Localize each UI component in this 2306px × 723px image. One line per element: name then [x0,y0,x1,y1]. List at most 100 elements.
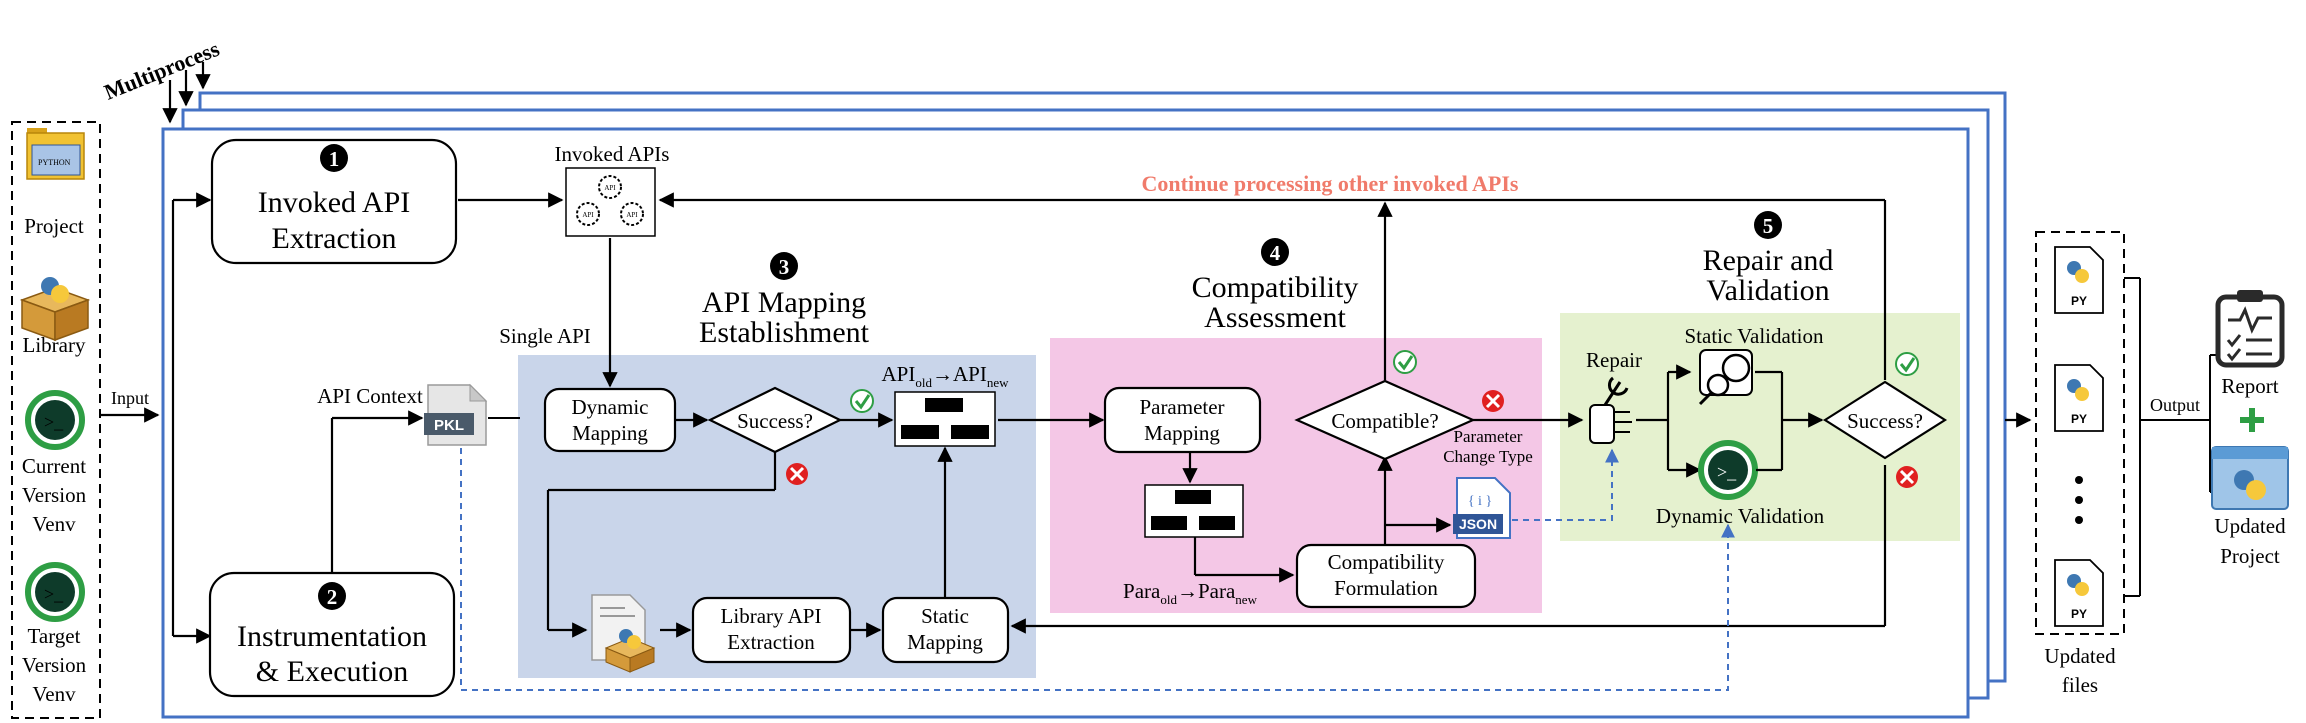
svg-text:>_: >_ [1717,462,1737,482]
compatible-check-icon [1393,350,1417,374]
final-success-decision-diamond [1822,380,1948,460]
instrumentation-execution-line1: Instrumentation [237,620,427,653]
updated-files-line2: files [2062,673,2098,697]
invoked-api-extraction-line2: Extraction [272,222,397,255]
api-context-label: API Context [317,384,423,408]
compatibility-formulation-line1: Compatibility [1328,550,1445,574]
parameter-change-type-line2: Change Type [1443,447,1533,466]
py-file-label-1: PY [2071,294,2087,308]
pkl-file-icon [424,383,488,446]
svg-text:API: API [626,211,638,219]
parameter-change-type-line1: Parameter [1454,427,1523,446]
library-package-icon [19,277,91,342]
svg-text:API: API [582,211,594,219]
plus-icon [2240,408,2264,432]
py-file-icon-2 [2054,364,2104,432]
output-label: Output [2150,395,2200,415]
compatibility-formulation-line2: Formulation [1334,576,1438,600]
current-venv-terminal-icon: >_ [25,390,85,450]
final-success-decision-label: Success? [1847,409,1923,433]
step4-number: 4 [1270,241,1281,265]
single-api-label: Single API [499,324,591,348]
json-file-icon: { i } [1453,477,1511,539]
updated-files-line1: Updated [2044,644,2116,668]
api-mapping-title-line1: API Mapping [702,286,866,319]
success-check-icon [850,389,874,413]
svg-text:API: API [604,184,616,192]
parameter-puzzle-icon [1144,484,1244,538]
json-label: JSON [1459,516,1497,532]
library-api-extraction-line1: Library API [721,604,822,628]
ellipsis-dots [2075,476,2083,524]
para-mapping-label: Paraold→Paranew [1123,579,1258,607]
report-clipboard-icon [2215,290,2285,368]
compatible-decision-label: Compatible? [1331,409,1438,433]
step2-badge [318,582,346,610]
dynamic-validation-terminal-icon: >_ [1698,440,1758,500]
compatibility-title-line1: Compatibility [1192,271,1359,304]
step1-badge [320,144,348,172]
parameter-mapping-line2: Mapping [1144,421,1220,445]
instrumentation-execution-line2: & Execution [256,655,408,688]
input-project-label: Project [24,214,84,238]
updated-files-panel [2035,231,2125,635]
py-file-icon-3 [2054,559,2104,627]
static-mapping-line1: Static [921,604,969,628]
continue-processing-label: Continue processing other invoked APIs [1142,171,1519,196]
step2-number: 2 [327,585,338,609]
static-validation-label: Static Validation [1684,324,1824,348]
step4-badge [1261,238,1289,266]
step5-badge [1754,211,1782,239]
pkl-label: PKL [434,417,464,434]
svg-text:PYTHON: PYTHON [38,158,71,167]
final-success-check-icon [1895,352,1919,376]
api-mapping-label: APIold→APInew [882,362,1010,390]
static-mapping-line2: Mapping [907,630,983,654]
dynamic-mapping-line1: Dynamic [572,395,649,419]
final-failure-cross-icon [1896,466,1918,488]
input-label: Input [111,388,149,408]
invoked-api-extraction-box [210,138,458,265]
input-target-venv-line2: Version [22,653,87,677]
input-panel [11,121,101,719]
input-library-label: Library [23,333,86,357]
api-mapping-title-line2: Establishment [699,316,870,349]
incompatible-cross-icon [1482,390,1504,412]
input-target-venv-line3: Venv [32,682,76,706]
dynamic-mapping-line2: Mapping [572,421,648,445]
library-api-extraction-line2: Extraction [727,630,815,654]
input-target-venv-line1: Target [28,624,81,648]
multiprocess-arrows [162,62,211,124]
py-file-icon-1 [2054,246,2104,314]
input-current-venv-line1: Current [22,454,86,478]
step3-badge [770,252,798,280]
svg-text:>_: >_ [44,412,64,432]
step3-number: 3 [779,255,790,279]
svg-text:{ i }: { i } [1468,494,1492,509]
updated-project-window-icon [2211,446,2289,510]
static-validation-inspect-icon [1698,349,1753,406]
invoked-apis-label: Invoked APIs [555,142,670,166]
folder-icon: PYTHON [26,128,85,180]
parameter-mapping-line1: Parameter [1139,395,1224,419]
py-file-label-2: PY [2071,412,2087,426]
compatibility-title-line2: Assessment [1204,301,1346,334]
invoked-api-extraction-line1: Invoked API [258,186,411,219]
input-current-venv-line2: Version [22,483,87,507]
py-file-label-3: PY [2071,607,2087,621]
step1-number: 1 [329,147,340,171]
failure-cross-icon [786,463,808,485]
step5-number: 5 [1763,214,1774,238]
updated-project-line2: Project [2220,544,2280,568]
dynamic-validation-label: Dynamic Validation [1656,504,1825,528]
svg-text:>_: >_ [44,584,64,604]
success-decision-label: Success? [737,409,813,433]
input-current-venv-line3: Venv [32,512,76,536]
repair-validation-title-line1: Repair and [1703,244,1834,277]
api-mapping-puzzle-icon [894,391,996,447]
report-label: Report [2221,374,2278,398]
invoked-apis-gears-icon: API API API [565,167,656,237]
updated-project-line1: Updated [2214,514,2286,538]
repair-validation-title-line2: Validation [1706,274,1829,307]
